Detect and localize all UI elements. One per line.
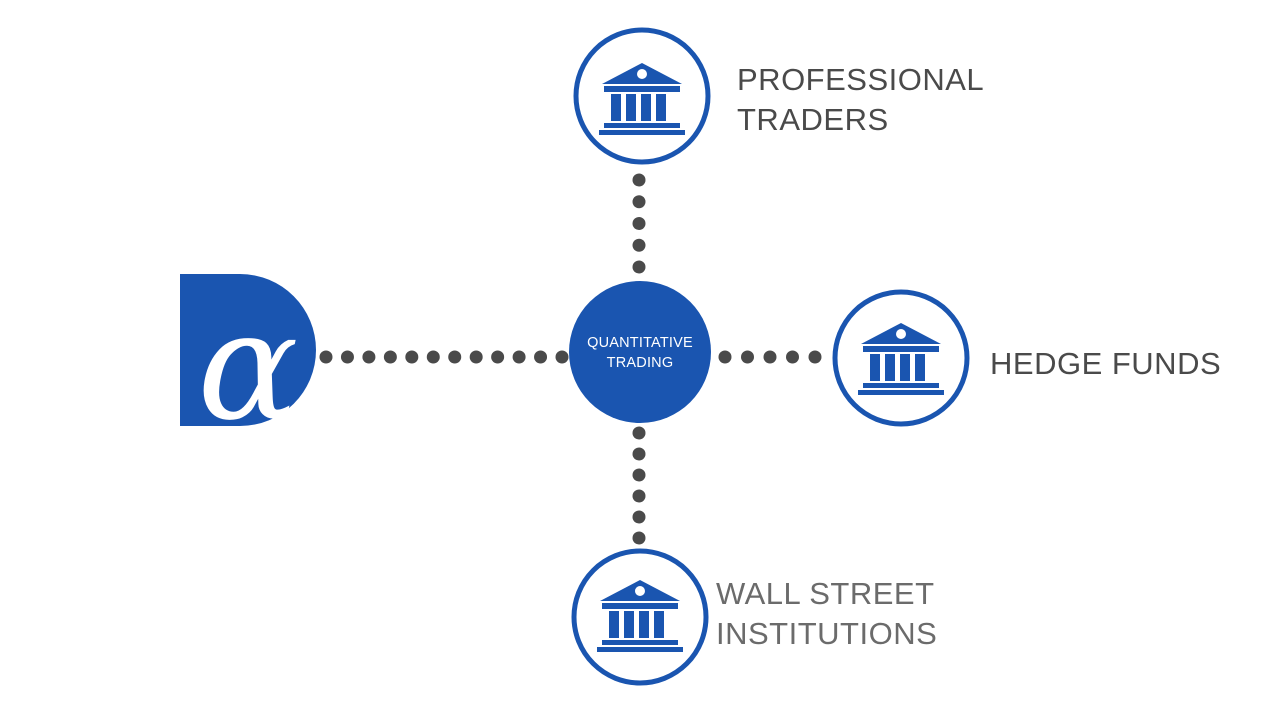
connector-dot-top: [632, 238, 646, 252]
hedge-funds-label: HEDGE FUNDS: [990, 344, 1221, 384]
connector-dot-left: [469, 350, 483, 364]
wall-street-line2: INSTITUTIONS: [716, 616, 938, 651]
hedge-funds-line1: HEDGE FUNDS: [990, 346, 1222, 381]
alpha-logo-icon: α: [180, 274, 316, 454]
connector-dot-right: [786, 350, 799, 364]
center-label-line1: QUANTITATIVE: [587, 335, 693, 351]
connector-dot-left: [534, 350, 548, 364]
professional-traders-line1: PROFESSIONAL: [737, 62, 985, 97]
node-professional-traders: [573, 27, 711, 165]
center-circle: [569, 281, 711, 423]
connector-dot-right: [718, 350, 732, 364]
connector-dot-bottom: [632, 510, 646, 524]
connector-dot-left: [555, 350, 569, 364]
dotted-connectors: [319, 173, 822, 545]
center-label: QUANTITATIVE TRADING: [568, 333, 712, 373]
connector-dot-left: [319, 350, 333, 364]
connector-dot-bottom: [632, 447, 646, 461]
connector-dot-left: [362, 350, 376, 364]
connector-dot-bottom: [632, 426, 646, 440]
connector-dot-top: [632, 217, 646, 230]
connector-dot-top: [632, 173, 646, 187]
connector-dot-bottom: [632, 468, 646, 482]
node-hedge-funds: [832, 289, 970, 427]
connector-dot-top: [632, 195, 646, 209]
connector-dot-right: [763, 350, 777, 364]
connector-dot-left: [491, 350, 505, 364]
center-label-line2: TRADING: [606, 355, 674, 371]
alpha-glyph: α: [197, 280, 298, 454]
connector-dot-left: [405, 350, 419, 364]
connector-dot-right: [808, 350, 822, 364]
node-wall-street: [571, 548, 709, 686]
connector-dot-left: [448, 350, 462, 364]
wall-street-label: WALL STREET INSTITUTIONS: [716, 574, 937, 654]
wall-street-line1: WALL STREET: [716, 576, 935, 611]
connector-dot-left: [426, 350, 440, 364]
connector-dot-left: [512, 350, 526, 364]
professional-traders-line2: TRADERS: [737, 102, 889, 137]
professional-traders-label: PROFESSIONAL TRADERS: [737, 60, 984, 140]
connector-dot-bottom: [632, 531, 646, 545]
connector-dot-bottom: [632, 489, 646, 503]
connector-dot-right: [741, 350, 754, 364]
connector-dot-left: [340, 350, 354, 364]
connector-dot-left: [383, 350, 397, 364]
connector-dot-top: [632, 260, 646, 274]
